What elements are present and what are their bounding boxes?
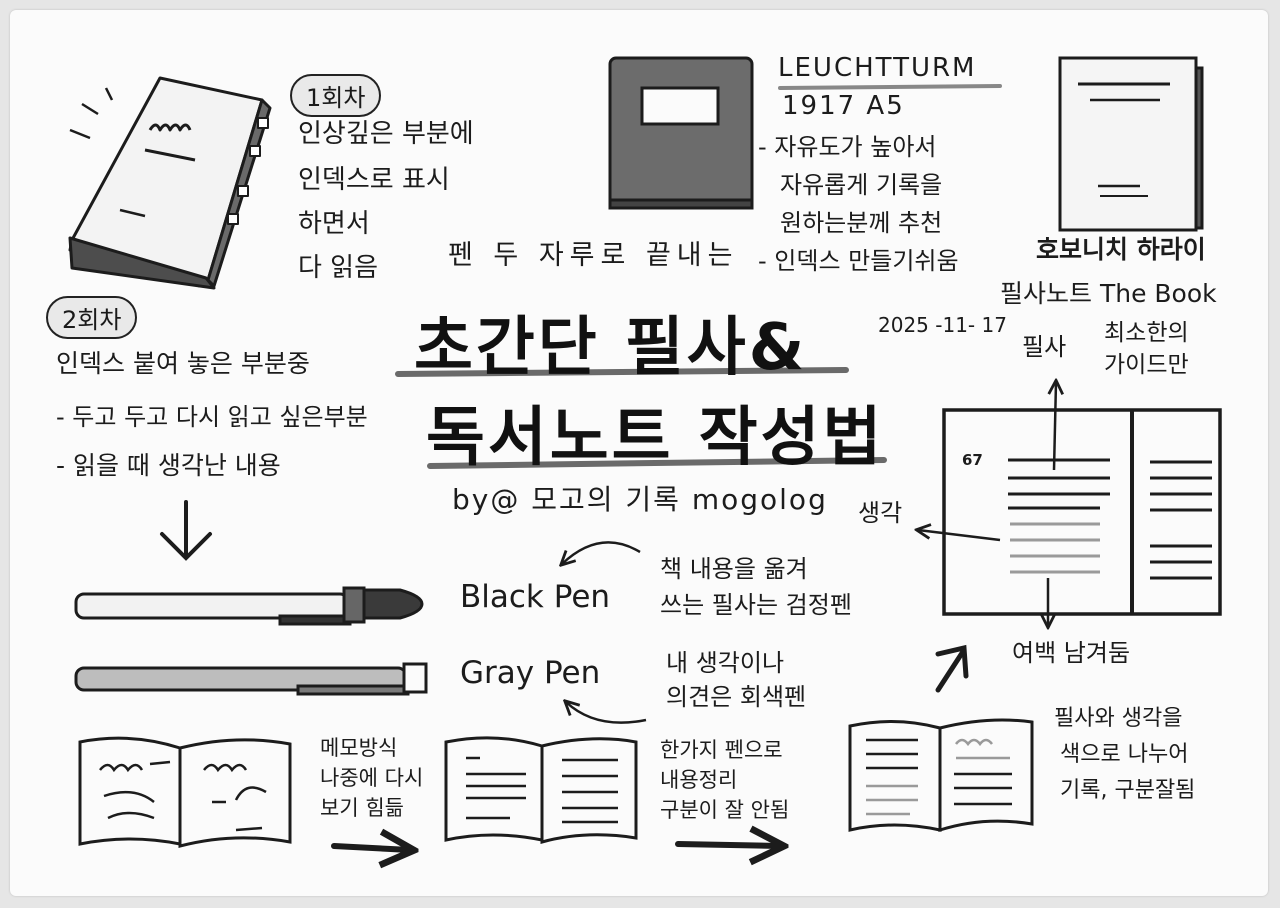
round1-line-4: 다 읽음 — [298, 253, 379, 283]
byline: by@ 모고의 기록 mogolog — [452, 483, 828, 516]
onepen-caption-3: 구분이 잘 안됨 — [660, 798, 790, 822]
gray-pen-desc-1: 내 생각이나 — [666, 649, 785, 677]
single-pen-notebook-illustration — [444, 736, 638, 844]
leuchtturm-size: 1917 A5 — [782, 91, 905, 121]
gray-pen-label: Gray Pen — [460, 655, 601, 691]
leuchtturm-notebook-illustration — [608, 56, 754, 210]
title-subtitle: 펜 두 자루로 끝내는 — [448, 240, 739, 271]
round2-line-1: 인덱스 붙여 놓은 부분중 — [56, 349, 310, 378]
date: 2025 -11- 17 — [878, 313, 1007, 337]
two-color-notebook-illustration — [848, 718, 1034, 833]
gray-pen-desc-2: 의견은 회색펜 — [666, 683, 807, 711]
leuchtturm-line-2: 자유롭게 기록을 — [780, 171, 943, 199]
title-underlines — [395, 84, 1002, 469]
round2-line-3: - 읽을 때 생각난 내용 — [56, 451, 281, 480]
twocolor-caption-1: 필사와 생각을 — [1054, 706, 1183, 731]
arrow-icon — [331, 846, 410, 850]
up-right-arrow-icon — [935, 644, 969, 693]
hobonichi-note-2: 가이드만 — [1104, 352, 1189, 378]
leuchtturm-line-4: - 인덱스 만들기쉬움 — [758, 247, 959, 275]
leuchtturm-line-1: - 자유도가 높아서 — [758, 133, 937, 161]
title-line-1: 초간단 필사& — [414, 311, 808, 385]
onepen-caption-1: 한가지 펜으로 — [660, 738, 783, 762]
spread-label-copy: 필사 — [1022, 333, 1067, 361]
spread-page-number: 67 — [962, 451, 983, 469]
hobonichi-name: 호보니치 하라이 — [1036, 235, 1206, 264]
hobonichi-note-1: 최소한의 — [1104, 320, 1189, 346]
round1-badge: 1회차 — [290, 74, 382, 117]
open-spread-illustration — [918, 382, 1222, 626]
twocolor-caption-3: 기록, 구분잘됨 — [1060, 778, 1196, 803]
spread-label-margin: 여백 남겨둠 — [1012, 639, 1131, 667]
round2-line-2: - 두고 두고 다시 읽고 싶은부분 — [56, 403, 368, 431]
leuchtturm-name: LEUCHTTURM — [778, 53, 977, 83]
leuchtturm-line-3: 원하는분께 추천 — [780, 209, 943, 237]
black-pen-label: Black Pen — [460, 579, 611, 615]
round1-line-1: 인상깊은 부분에 — [298, 119, 474, 149]
index-book-illustration — [68, 76, 272, 290]
memo-caption-3: 보기 힘듦 — [320, 796, 404, 820]
twocolor-caption-2: 색으로 나누어 — [1060, 742, 1189, 767]
pen-label-arrows — [562, 541, 647, 724]
gray-pen-illustration — [74, 662, 428, 696]
black-pen-desc-2: 쓰는 필사는 검정펜 — [660, 591, 852, 619]
hobonichi-notebook-illustration — [1058, 56, 1204, 232]
black-pen-desc-1: 책 내용을 옮겨 — [660, 555, 808, 583]
round2-badge: 2회차 — [46, 296, 138, 339]
onepen-caption-2: 내용정리 — [660, 768, 738, 792]
arrow-icon — [675, 844, 780, 846]
round1-line-3: 하면서 — [298, 209, 370, 239]
spread-label-thought: 생각 — [858, 499, 903, 527]
black-pen-illustration — [74, 586, 424, 626]
title-line-2: 독서노트 작성법 — [426, 401, 885, 475]
down-arrow-icon — [160, 500, 212, 561]
round1-line-2: 인덱스로 표시 — [298, 165, 450, 195]
hobonichi-product: 필사노트 The Book — [1000, 279, 1217, 308]
memo-caption-2: 나중에 다시 — [320, 766, 424, 790]
memo-caption-1: 메모방식 — [320, 736, 398, 760]
memo-notebook-illustration — [78, 736, 292, 848]
